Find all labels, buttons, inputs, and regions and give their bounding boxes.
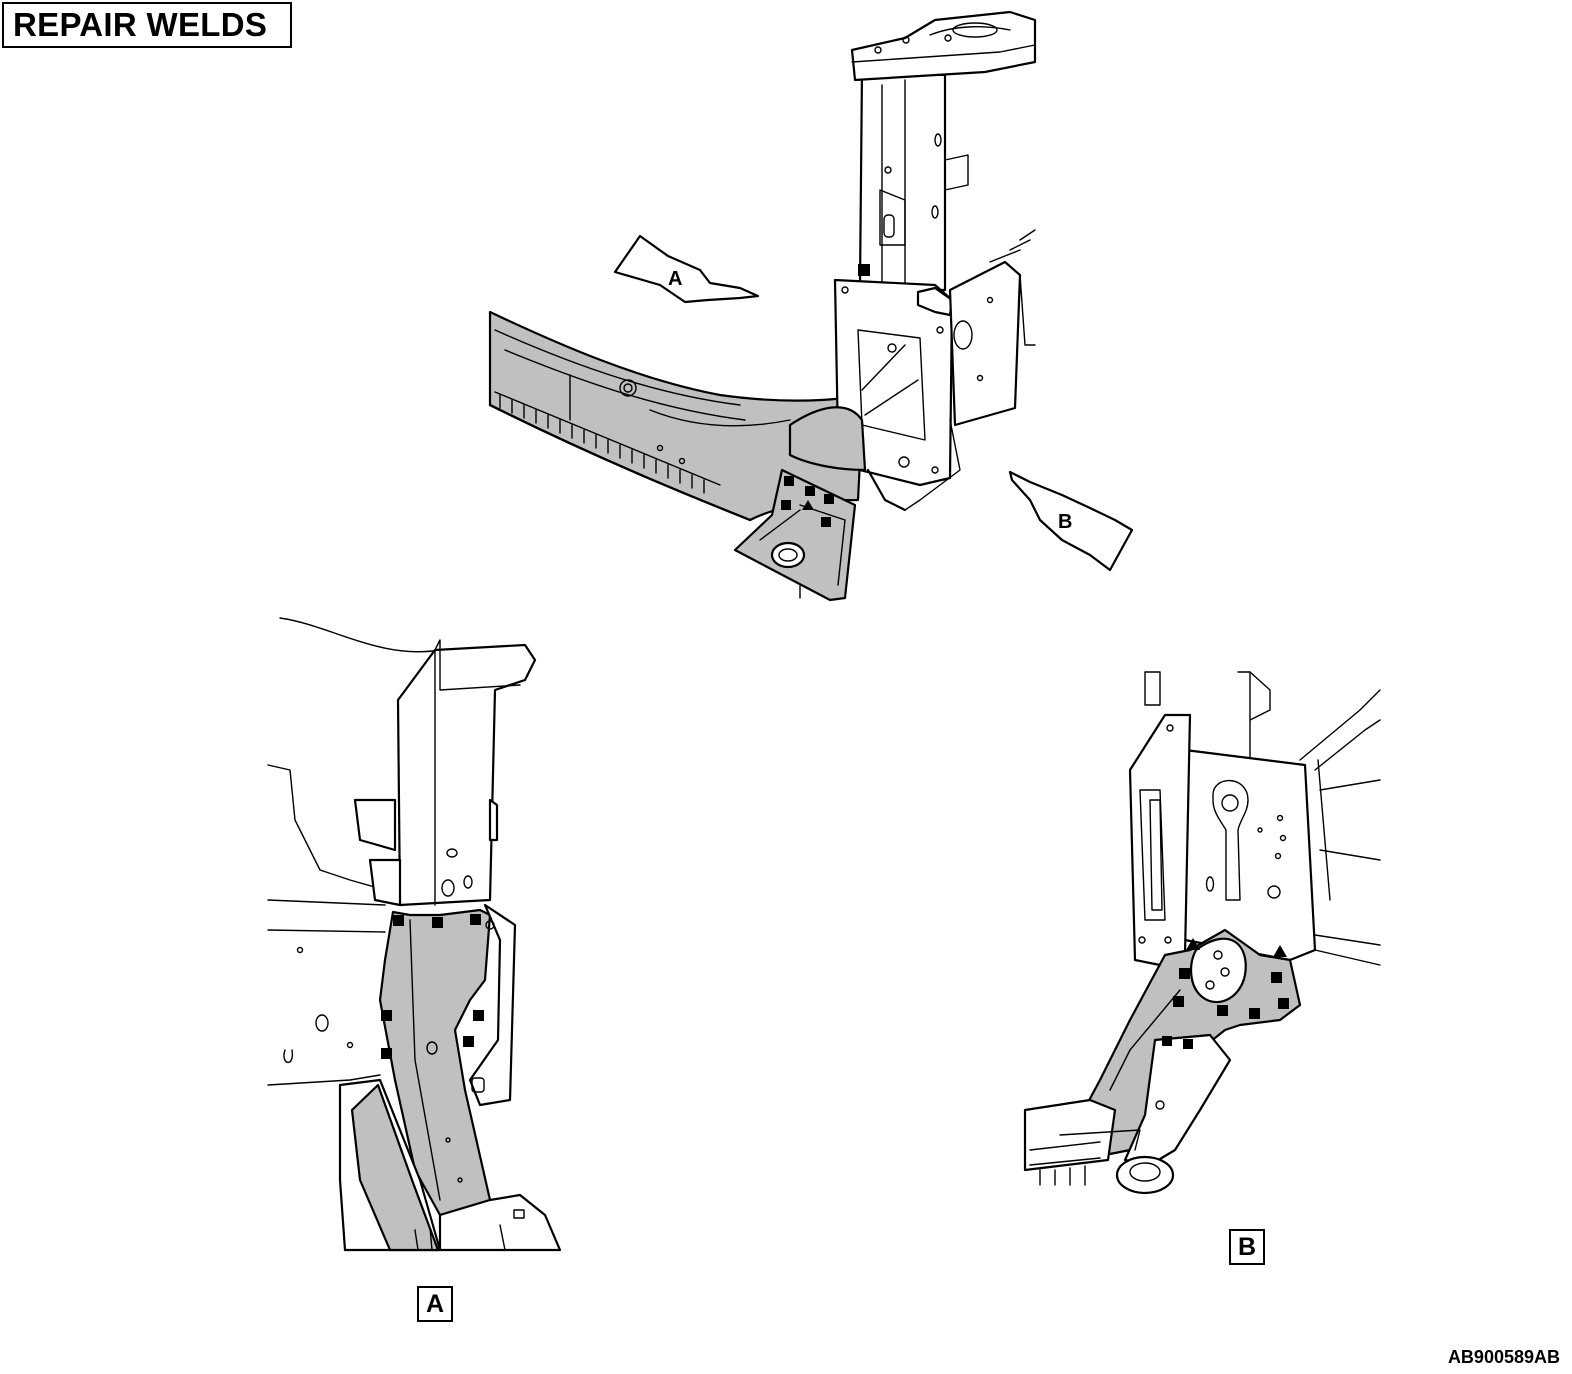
- upright-pillar: [858, 68, 947, 292]
- view-b-pointer-hand: B: [1008, 470, 1134, 572]
- view-a-pointer-hand: A: [613, 234, 760, 304]
- view-b-label: B: [1229, 1229, 1265, 1265]
- figure-code: AB900589AB: [1447, 1347, 1560, 1367]
- view-a-label: A: [417, 1286, 453, 1322]
- view-a-repair-panel: [378, 908, 492, 1217]
- diagram-title: REPAIR WELDS: [2, 2, 292, 48]
- view-b-weld-marks: [1162, 938, 1289, 1049]
- detail-view-b: [1023, 671, 1381, 1195]
- side-panel: [948, 260, 1022, 427]
- view-b-left-bracket: [1128, 713, 1192, 967]
- svg-text:B: B: [1058, 511, 1072, 533]
- bracket-weld-marks: [781, 476, 834, 527]
- upper-cross-member: [850, 10, 1037, 82]
- view-b-center-plate: [1183, 748, 1317, 962]
- view-a-weld-marks: [381, 914, 484, 1059]
- svg-text:A: A: [668, 268, 682, 290]
- view-a-upper-pillar: [396, 643, 537, 907]
- detail-view-a: [267, 617, 562, 1252]
- overview-assembly: [488, 10, 1037, 602]
